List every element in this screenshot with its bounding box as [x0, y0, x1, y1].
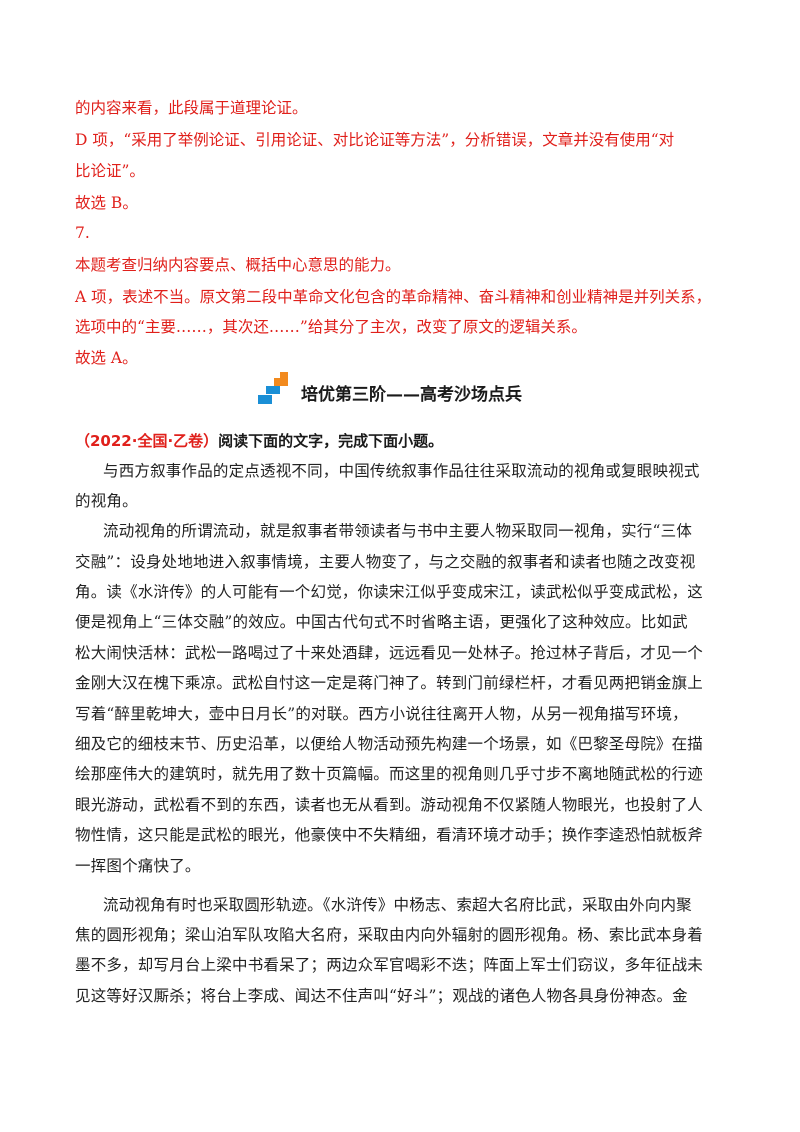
passage-line: 眼光游动，武松看不到的东西，读者也无从看到。游动视角不仅紧随人物眼光，也投射了人 — [75, 796, 704, 814]
passage-line: 焦的圆形视角；梁山泊军队攻陷大名府，采取由内向外辐射的圆形视角。杨、索比武本身着 — [75, 926, 704, 944]
section-title: 培优第三阶——高考沙场点兵 — [301, 385, 522, 405]
passage-line: 的视角。 — [75, 492, 138, 510]
passage-line: 交融”：设身处地地进入叙事情境，主要人物变了，与之交融的叙事者和读者也随之改变视 — [75, 553, 696, 571]
passage-line: 金刚大汉在槐下乘凉。武松自忖这一定是蒋门神了。转到门前绿栏杆，才看见两把销金旗上 — [75, 674, 704, 692]
passage-line: 细及它的细枝末节、历史沿革，以便给人物活动预先构建一个场景，如《巴黎圣母院》在描 — [75, 735, 704, 753]
passage-line: 见这等好汉厮杀；将台上李成、闻达不住声叫“好斗”；观战的诸色人物各具身份神态。金 — [75, 987, 688, 1005]
passage-line: 写着“醉里乾坤大，壶中日月长”的对联。西方小说往往离开人物，从另一视角描写环境， — [75, 705, 688, 723]
stacked-blocks-icon — [258, 372, 288, 404]
passage-line: 绘那座伟大的建筑时，就先用了数十页篇幅。而这里的视角则几乎寸步不离地随武松的行迹 — [75, 765, 704, 783]
passage-line: 松大闹快活林：武松一路喝过了十来处酒肆，远远看见一处林子。抢过林子背后，才见一个 — [75, 644, 704, 662]
passage-line: 物性情，这只能是武松的眼光，他豪侠中不失精细，看清环境才动手；换作李逵恐怕就板斧 — [75, 826, 704, 844]
answer-line-9: 故选 A。 — [75, 349, 138, 367]
answer-line-6: 本题考查归纳内容要点、概括中心意思的能力。 — [75, 256, 401, 274]
passage-line: 便是视角上“三体交融”的效应。中国古代句式不时省略主语，更强化了这种效应。比如武 — [75, 613, 688, 631]
answer-line-1: 的内容来看，此段属于道理论证。 — [75, 99, 308, 117]
answer-line-3: 比论证”。 — [75, 162, 145, 180]
answer-line-8: 选项中的“主要……，其次还……”给其分了主次，改变了原文的逻辑关系。 — [75, 318, 587, 336]
passage-line: 一挥图个痛快了。 — [75, 857, 201, 875]
answer-line-2: D 项，“采用了举例论证、引用论证、对比论证等方法”，分析错误，文章并没有使用“… — [75, 131, 675, 149]
section-heading: 培优第三阶——高考沙场点兵 — [258, 372, 558, 408]
passage-line: 墨不多，却写月台上梁中书看呆了；两边众军官喝彩不迭；阵面上军士们窃议，多年征战未 — [75, 956, 704, 974]
question-header: （2022·全国·乙卷）阅读下面的文字，完成下面小题。 — [75, 430, 443, 451]
answer-line-5: 7. — [75, 224, 90, 242]
passage-line: 流动视角的所谓流动，就是叙事者带领读者与书中主要人物采取同一视角，实行“三体 — [103, 522, 693, 540]
answer-line-7: A 项，表述不当。原文第二段中革命文化包含的革命精神、奋斗精神和创业精神是并列关… — [75, 288, 712, 306]
answer-line-4: 故选 B。 — [75, 194, 138, 212]
source-tag: （2022·全国·乙卷） — [75, 432, 219, 450]
instruction-text: 阅读下面的文字，完成下面小题。 — [218, 432, 444, 450]
passage-line: 流动视角有时也采取圆形轨迹。《水浒传》中杨志、索超大名府比武，采取由外向内聚 — [103, 896, 692, 914]
passage-line: 与西方叙事作品的定点透视不同，中国传统叙事作品往往采取流动的视角或复眼映视式 — [103, 462, 700, 480]
passage-line: 角。读《水浒传》的人可能有一个幻觉，你读宋江似乎变成宋江，读武松似乎变成武松，这 — [75, 583, 704, 601]
